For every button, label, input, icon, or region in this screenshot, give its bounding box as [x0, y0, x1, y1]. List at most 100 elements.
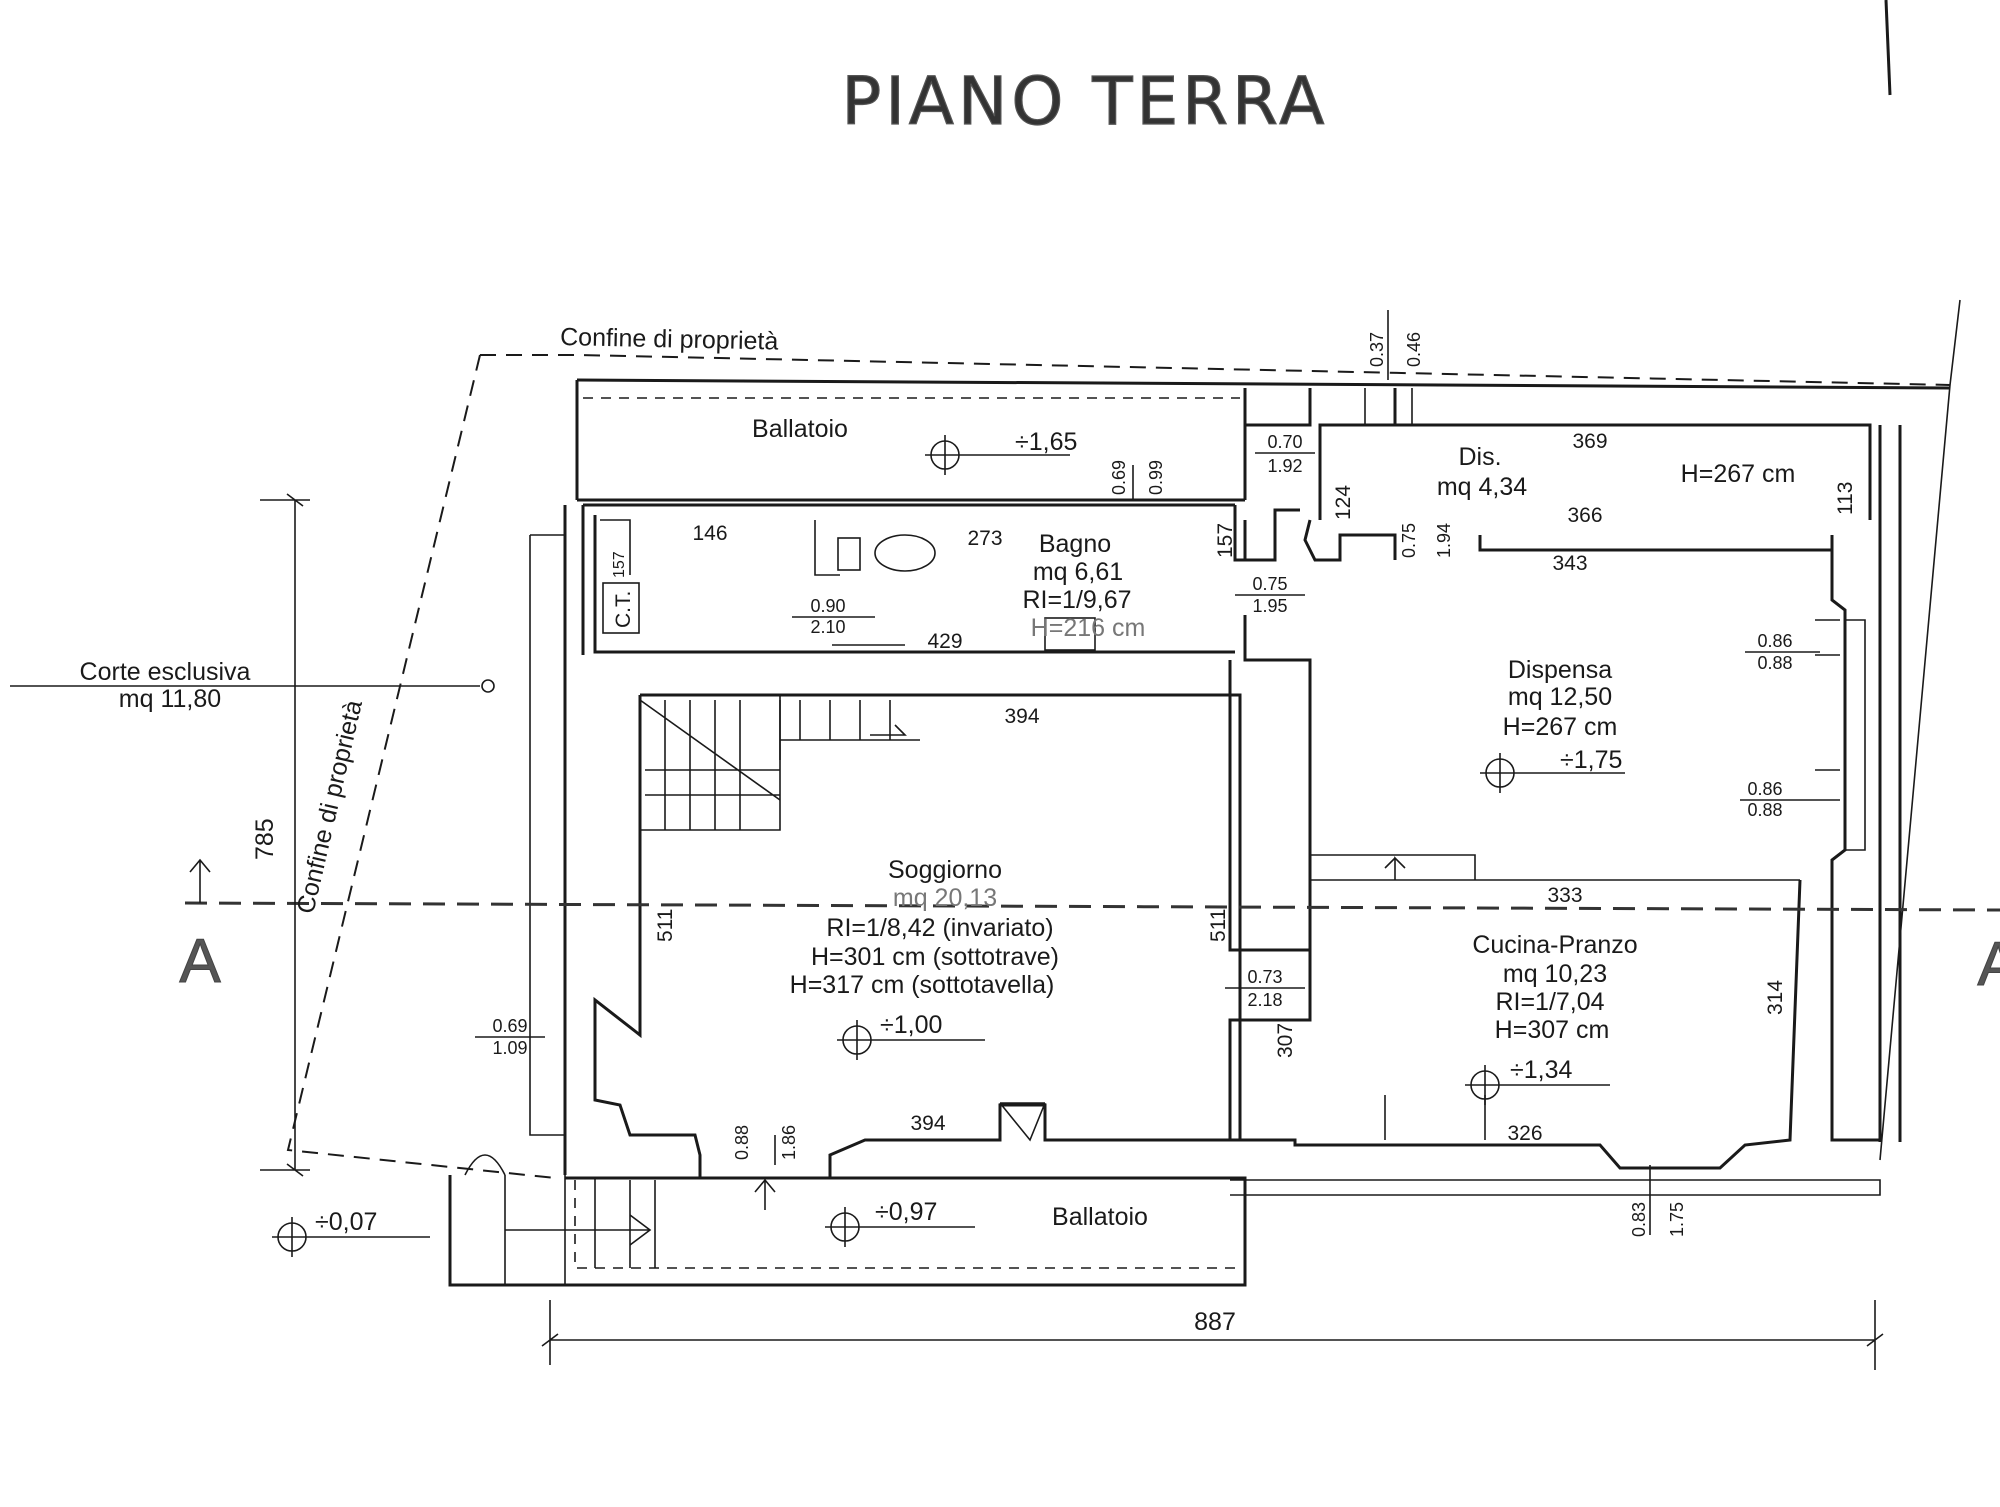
dim-429: 429	[927, 630, 962, 653]
soggiorno-walls-left	[593, 695, 702, 1178]
cucina-name: Cucina-Pranzo	[1472, 931, 1637, 959]
ballatoio-bottom-walls	[448, 1175, 1247, 1287]
win-086b: 0.86	[1747, 779, 1782, 799]
win-046: 0.46	[1404, 332, 1424, 367]
wall-top	[576, 378, 1951, 390]
soggiorno-level: ÷1,00	[880, 1011, 942, 1039]
section-line	[184, 901, 2000, 912]
soggiorno-height-sottotavella: H=317 cm (sottotavella)	[790, 971, 1055, 999]
soggiorno-area: mq 20,13	[893, 884, 997, 912]
property-boundary-top	[480, 354, 1951, 386]
central-wall	[1228, 615, 1312, 952]
bagno-area: mq 6,61	[1033, 558, 1123, 586]
win-099: 0.99	[1146, 460, 1166, 495]
stairs-icon	[639, 699, 781, 830]
stairs-upper	[780, 700, 920, 741]
dim-394-top: 394	[1004, 705, 1039, 728]
cucina-walls	[1228, 879, 1802, 1170]
section-arrow-left	[189, 858, 211, 903]
win-069b: 0.69	[492, 1016, 527, 1036]
bagno-walls	[583, 503, 1235, 654]
win-070: 0.70	[1267, 432, 1302, 452]
dis-area: mq 4,34	[1437, 473, 1527, 501]
dis-window	[1364, 388, 1413, 425]
cucina-window	[1384, 1095, 1486, 1140]
win-186: 1.86	[779, 1125, 799, 1160]
dim-146: 146	[692, 522, 727, 545]
dim-307: 307	[1274, 1023, 1297, 1058]
dim-394-bottom: 394	[910, 1112, 945, 1135]
corte-area: mq 11,80	[119, 685, 221, 713]
bagno-right-wall	[1233, 505, 1300, 562]
cucina-bottom-rail	[1230, 1179, 1881, 1196]
bagno-height: H=216 cm	[1031, 614, 1146, 642]
ballatoio-bottom-name: Ballatoio	[1052, 1203, 1148, 1231]
soggiorno-ri: RI=1/8,42 (invariato)	[826, 914, 1053, 942]
dim-273: 273	[967, 527, 1002, 550]
cucina-area: mq 10,23	[1503, 960, 1607, 988]
ballatoio-bottom-level: ÷0,97	[875, 1198, 937, 1226]
plan-title: PIANO TERRA	[842, 63, 1329, 140]
dim-511-right: 511	[1207, 909, 1230, 942]
corte-name: Corte esclusiva	[80, 658, 251, 686]
corte-leader-dot	[481, 679, 495, 693]
dis-walls	[1245, 388, 1872, 520]
bagno-niche	[600, 519, 631, 575]
bagno-step	[814, 520, 840, 576]
win-088b: 0.88	[1747, 800, 1782, 820]
dim-157-ct: 157	[611, 551, 628, 578]
dim-113: 113	[1834, 482, 1857, 515]
dispensa-name: Dispensa	[1508, 656, 1612, 684]
dispensa-windows	[1815, 619, 1840, 801]
cucina-ri: RI=1/7,04	[1495, 988, 1604, 1016]
win-194: 1.94	[1434, 523, 1454, 558]
ballatoio-top-level: ÷1,65	[1015, 428, 1077, 456]
dim-124: 124	[1332, 485, 1355, 520]
gate-arc	[464, 1154, 506, 1176]
ct-box	[602, 582, 640, 634]
property-boundary-left	[286, 354, 556, 1179]
confine-top-label: Confine di proprietà	[560, 323, 779, 356]
win-073: 0.73	[1247, 967, 1282, 987]
dim-366: 366	[1567, 504, 1602, 527]
ballatoio-top-name: Ballatoio	[752, 415, 848, 443]
win-037: 0.37	[1367, 332, 1387, 367]
win-109: 1.09	[492, 1038, 527, 1058]
window-dim-ticks	[774, 310, 1651, 1235]
dis-height: H=267 cm	[1681, 460, 1796, 488]
right-boundary	[1879, 299, 1961, 1161]
win-075b: 0.75	[1252, 574, 1287, 594]
section-label-right: A	[1977, 930, 2000, 999]
dim-511-left: 511	[654, 909, 677, 942]
cucina-height: H=307 cm	[1495, 1016, 1610, 1044]
win-075a: 0.75	[1399, 523, 1419, 558]
stairs-outline	[640, 694, 781, 831]
win-195: 1.95	[1252, 596, 1287, 616]
ballatoio-bottom-rail	[574, 1180, 1240, 1269]
win-218: 2.18	[1247, 990, 1282, 1010]
up-arrow	[754, 1178, 776, 1210]
soggiorno-name: Soggiorno	[888, 856, 1002, 884]
fireplace-icon	[999, 1102, 1046, 1142]
entry-arrow	[505, 1214, 652, 1246]
cucina-level: ÷1,34	[1510, 1056, 1572, 1084]
shower-icon	[1044, 617, 1096, 651]
win-088a: 0.88	[1757, 653, 1792, 673]
win-069: 0.69	[1109, 460, 1129, 495]
stairs-arrow	[870, 724, 907, 736]
dim-157-bagno: 157	[1214, 523, 1237, 558]
dim-887-line	[541, 1300, 1884, 1370]
window-fractions: 0.37 0.46 0.70 1.92 0.69 0.99 0.75 1.94 …	[492, 332, 1792, 1237]
win-086a: 0.86	[1757, 631, 1792, 651]
dispensa-level: ÷1,75	[1560, 746, 1622, 774]
dispensa-step	[1310, 854, 1800, 881]
dis-name: Dis.	[1458, 443, 1501, 471]
dim-314: 314	[1764, 980, 1787, 1015]
dim-369: 369	[1572, 430, 1607, 453]
dim-343: 343	[1552, 552, 1587, 575]
edge-mark	[1884, 0, 1892, 96]
dim-785: 785	[251, 818, 279, 860]
dispensa-area: mq 12,50	[1508, 683, 1612, 711]
